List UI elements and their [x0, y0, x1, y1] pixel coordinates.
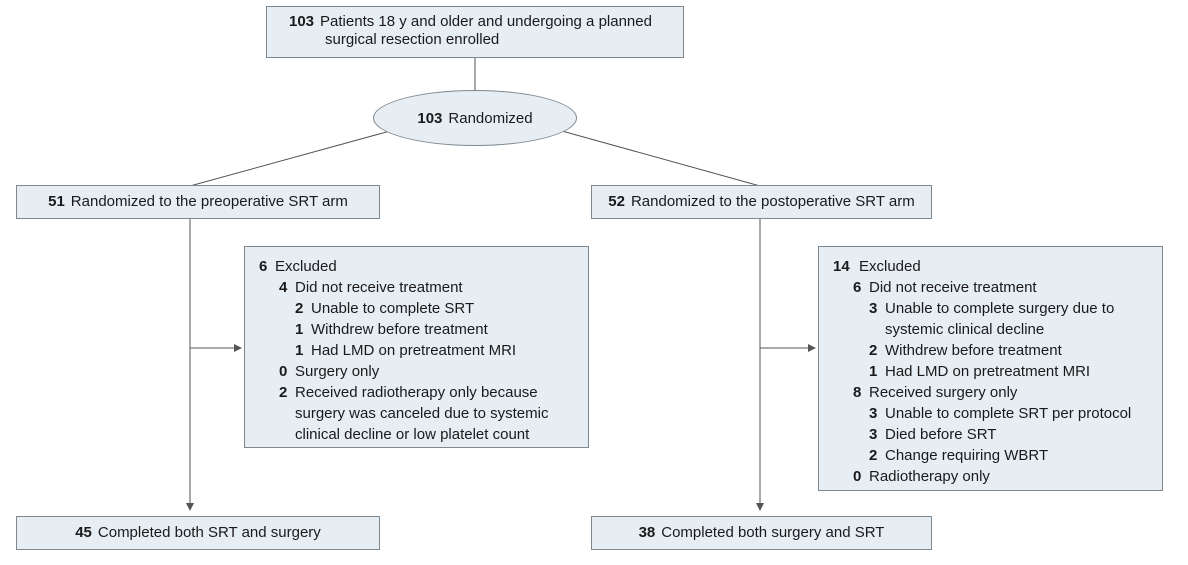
pre-arm-box: 51 Randomized to the preoperative SRT ar…: [16, 185, 380, 219]
enrolled-text-line2: surgical resection enrolled: [325, 31, 500, 48]
post-excluded-total: 14 Excluded: [833, 258, 921, 275]
pre-excluded-withdrew: 1 Withdrew before treatment: [295, 321, 488, 338]
connector-randomized-to-post: [561, 130, 761, 187]
post-excluded-surgery-only: 8 Received surgery only: [853, 384, 1018, 401]
pre-completed-count: 45: [75, 524, 92, 541]
pre-excluded-total: 6 Excluded: [259, 258, 337, 275]
randomized-ellipse: 103 Randomized: [373, 90, 577, 146]
post-arm-box: 52 Randomized to the postoperative SRT a…: [591, 185, 932, 219]
pre-excluded-unable-srt: 2 Unable to complete SRT: [295, 300, 475, 317]
pre-excluded-radio-only-line2: surgery was canceled due to systemic: [295, 405, 549, 422]
post-arm-count: 52: [608, 193, 625, 210]
pre-excluded-no-treatment: 4 Did not receive treatment: [279, 279, 463, 296]
enrolled-count: 103: [289, 13, 315, 30]
post-excluded-radio-only: 0 Radiotherapy only: [853, 468, 990, 485]
pre-completed-text: Completed both SRT and surgery: [97, 524, 321, 541]
pre-excluded-box: 6 Excluded 4 Did not receive treatment 2…: [244, 246, 589, 448]
connector-randomized-to-pre: [189, 130, 391, 187]
post-completed-text: Completed both surgery and SRT: [661, 524, 885, 541]
post-excluded-died: 3 Died before SRT: [869, 426, 997, 443]
post-excluded-unable-srt: 3 Unable to complete SRT per protocol: [869, 405, 1132, 422]
pre-arm-text: Randomized to the preoperative SRT arm: [70, 193, 348, 210]
post-excluded-unable-surgery: 3 Unable to complete surgery due to: [869, 300, 1115, 317]
pre-completed-box: 45 Completed both SRT and surgery: [16, 516, 380, 550]
randomized-text: Randomized: [448, 109, 533, 127]
post-arm-text: Randomized to the postoperative SRT arm: [630, 193, 915, 210]
post-excluded-lmd: 1 Had LMD on pretreatment MRI: [869, 363, 1091, 380]
pre-excluded-lmd: 1 Had LMD on pretreatment MRI: [295, 342, 517, 359]
randomized-count: 103: [417, 109, 443, 127]
post-excluded-wbrt: 2 Change requiring WBRT: [869, 447, 1049, 464]
pre-arm-count: 51: [48, 193, 65, 210]
pre-excluded-radio-only-line3: clinical decline or low platelet count: [295, 426, 530, 443]
post-excluded-box: 14 Excluded 6 Did not receive treatment …: [818, 246, 1163, 491]
post-completed-count: 38: [638, 524, 656, 541]
enrolled-box: 103 Patients 18 y and older and undergoi…: [266, 6, 684, 58]
post-completed-box: 38 Completed both surgery and SRT: [591, 516, 932, 550]
pre-excluded-surgery-only: 0 Surgery only: [279, 363, 380, 380]
post-excluded-withdrew: 2 Withdrew before treatment: [869, 342, 1062, 359]
post-excluded-unable-surgery-line2: systemic clinical decline: [885, 321, 1045, 338]
enrolled-text-line1: Patients 18 y and older and undergoing a…: [320, 13, 652, 30]
pre-excluded-radio-only: 2 Received radiotherapy only because: [279, 384, 538, 401]
post-excluded-no-treatment: 6 Did not receive treatment: [853, 279, 1037, 296]
